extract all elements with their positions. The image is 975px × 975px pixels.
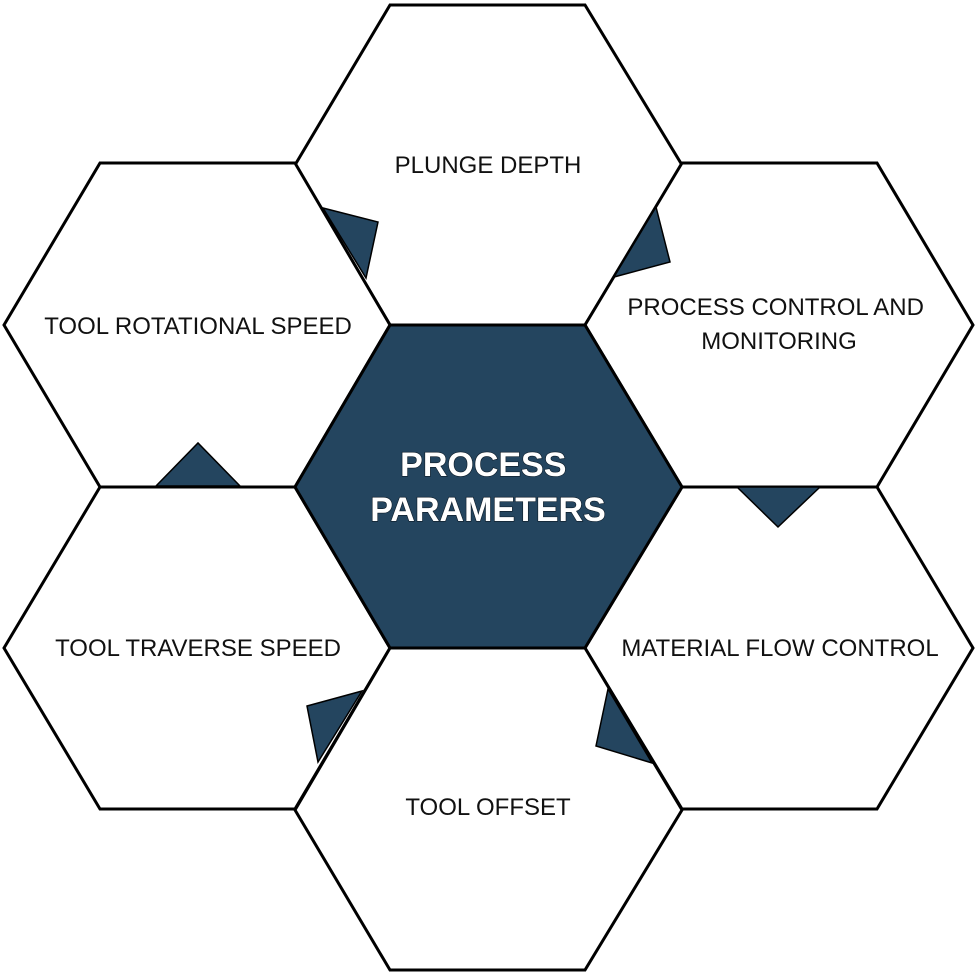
label-tool-rotational-speed: TOOL ROTATIONAL SPEED [44, 313, 352, 340]
connector-mark-top-right [612, 205, 671, 279]
label-process-control: PROCESS CONTROL AND MONITORING [627, 294, 930, 355]
hex-process-parameters [293, 323, 684, 650]
connector-mark-left [154, 441, 242, 487]
label-plunge-depth: PLUNGE DEPTH [395, 152, 582, 179]
connector-mark-bottom-right [595, 686, 654, 765]
connector-mark-right [735, 486, 822, 529]
label-tool-offset: TOOL OFFSET [405, 794, 571, 821]
label-process-parameters: PROCESS PARAMETERS [370, 446, 606, 529]
connector-mark-top-left [321, 206, 379, 280]
label-tool-traverse-speed: TOOL TRAVERSE SPEED [55, 635, 341, 662]
connector-mark-bottom-left [306, 689, 364, 765]
label-material-flow-control: MATERIAL FLOW CONTROL [621, 635, 938, 662]
